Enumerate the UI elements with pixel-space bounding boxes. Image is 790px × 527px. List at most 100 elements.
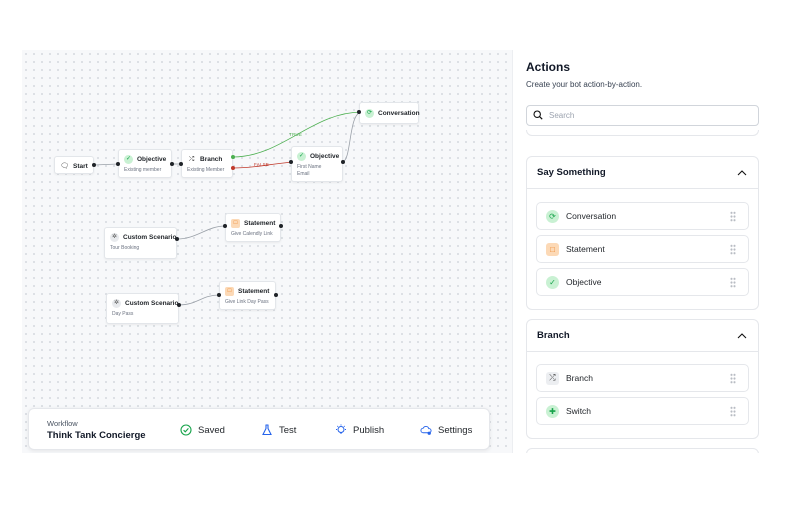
drag-handle-icon[interactable] (730, 406, 736, 417)
search-box (526, 105, 759, 126)
port[interactable] (274, 293, 278, 297)
node-subtitle: Existing Member (187, 167, 225, 173)
scenario-icon: ✲ (110, 232, 119, 242)
port[interactable] (279, 224, 283, 228)
conversation-icon: ⟳ (546, 209, 559, 223)
item-label: Branch (566, 373, 593, 383)
workflow-title: Think Tank Concierge (47, 430, 146, 441)
search-input[interactable] (549, 111, 749, 120)
node-title: Statement (244, 219, 276, 227)
drag-handle-icon[interactable] (730, 373, 736, 384)
port[interactable] (92, 163, 96, 167)
group-header[interactable]: Branch (527, 320, 758, 352)
check-icon: ✓ (546, 275, 559, 289)
saved-button[interactable]: Saved (180, 424, 225, 436)
node-conversation[interactable]: ⟳ Conversation (359, 102, 420, 124)
workflow-canvas[interactable]: TRUE FALSE 🗨 Start ✓ Objective Existing … (22, 50, 512, 453)
cloud-gear-icon (420, 424, 432, 436)
node-title: Objective (310, 152, 340, 160)
publish-button[interactable]: Publish (335, 424, 384, 436)
node-title: Start (73, 162, 88, 170)
item-label: Switch (566, 406, 592, 416)
node-subtitle: First Name Email (297, 164, 322, 177)
port-true[interactable] (231, 155, 235, 159)
action-item-switch[interactable]: ✚ Switch (536, 397, 749, 425)
port[interactable] (217, 293, 221, 297)
collapsed-item-peek (526, 130, 759, 136)
conversation-icon: ⟳ (365, 108, 374, 118)
edge-branch-objective2 (232, 161, 295, 169)
node-objective-existing-member[interactable]: ✓ Objective Existing member (118, 149, 172, 178)
port[interactable] (177, 303, 181, 307)
port[interactable] (175, 237, 179, 241)
settings-label: Settings (438, 424, 473, 436)
action-item-objective[interactable]: ✓ Objective (536, 268, 749, 296)
panel-title: Actions (526, 60, 571, 74)
workflow-bar: Workflow Think Tank Concierge Saved Test… (28, 408, 490, 450)
node-subtitle: Existing member (124, 167, 162, 173)
node-title: Conversation (378, 109, 420, 117)
port[interactable] (289, 160, 293, 164)
port[interactable] (357, 110, 361, 114)
drag-handle-icon[interactable] (730, 211, 736, 222)
edge-custom2-statement2 (178, 294, 220, 306)
group-title: Say Something (537, 167, 606, 178)
group-header[interactable]: Say Something (527, 157, 758, 189)
node-branch[interactable]: ⤮ Branch Existing Member (181, 149, 233, 178)
branch-icon: ⤮ (546, 371, 559, 385)
item-label: Conversation (566, 211, 617, 221)
action-item-branch[interactable]: ⤮ Branch (536, 364, 749, 392)
node-statement-daypass[interactable]: □ Statement Give Link Day Pass (219, 281, 276, 310)
check-icon: ✓ (124, 154, 133, 164)
item-label: Statement (566, 244, 605, 254)
test-button[interactable]: Test (261, 424, 296, 436)
node-subtitle: Give Link Day Pass (225, 299, 269, 305)
statement-icon: □ (225, 286, 234, 296)
port[interactable] (179, 162, 183, 166)
port-false[interactable] (231, 166, 235, 170)
edge-label-true: TRUE (289, 132, 303, 137)
actions-list[interactable]: Say Something ⟳ Conversation □ Statement (513, 130, 768, 453)
item-label: Objective (566, 277, 602, 287)
node-title: Statement (238, 287, 270, 295)
lightbulb-icon (335, 424, 347, 436)
saved-label: Saved (198, 424, 225, 436)
group-say-something: Say Something ⟳ Conversation □ Statement (526, 156, 759, 310)
node-start[interactable]: 🗨 Start (54, 156, 94, 174)
next-group-peek (526, 448, 759, 453)
group-branch: Branch ⤮ Branch ✚ Switch (526, 319, 759, 439)
port[interactable] (341, 160, 345, 164)
workflow-label: Workflow (47, 419, 78, 428)
app-frame: TRUE FALSE 🗨 Start ✓ Objective Existing … (22, 50, 768, 453)
publish-label: Publish (353, 424, 385, 436)
node-custom-scenario-tour[interactable]: ✲ Custom Scenario Tour Booking (104, 227, 177, 259)
node-title: Custom Scenario (125, 299, 179, 307)
edge-branch-conversation (232, 111, 363, 158)
action-item-conversation[interactable]: ⟳ Conversation (536, 202, 749, 230)
chevron-up-icon[interactable] (736, 167, 748, 179)
scenario-icon: ✲ (112, 298, 121, 308)
chat-bubble-icon: 🗨 (60, 162, 69, 170)
statement-icon: □ (546, 242, 559, 256)
branch-icon: ⤮ (188, 155, 195, 163)
statement-icon: □ (231, 218, 240, 228)
action-item-statement[interactable]: □ Statement (536, 235, 749, 263)
node-subtitle: Day Pass (112, 311, 134, 317)
drag-handle-icon[interactable] (730, 244, 736, 255)
check-circle-icon (180, 424, 192, 436)
drag-handle-icon[interactable] (730, 277, 736, 288)
node-subtitle: Give Calendly Link (231, 231, 273, 237)
node-statement-calendly[interactable]: □ Statement Give Calendly Link (225, 213, 281, 242)
port[interactable] (116, 162, 120, 166)
node-objective-first-name[interactable]: ✓ Objective First Name Email (291, 146, 343, 182)
port[interactable] (170, 162, 174, 166)
search-icon (533, 107, 543, 125)
node-title: Branch (200, 155, 223, 163)
panel-subtitle: Create your bot action-by-action. (526, 80, 643, 89)
node-custom-scenario-daypass[interactable]: ✲ Custom Scenario Day Pass (106, 293, 179, 324)
settings-button[interactable]: Settings (420, 424, 472, 436)
chevron-up-icon[interactable] (736, 330, 748, 342)
port[interactable] (223, 224, 227, 228)
actions-panel: Actions Create your bot action-by-action… (512, 50, 768, 453)
edge-layer (93, 111, 363, 306)
